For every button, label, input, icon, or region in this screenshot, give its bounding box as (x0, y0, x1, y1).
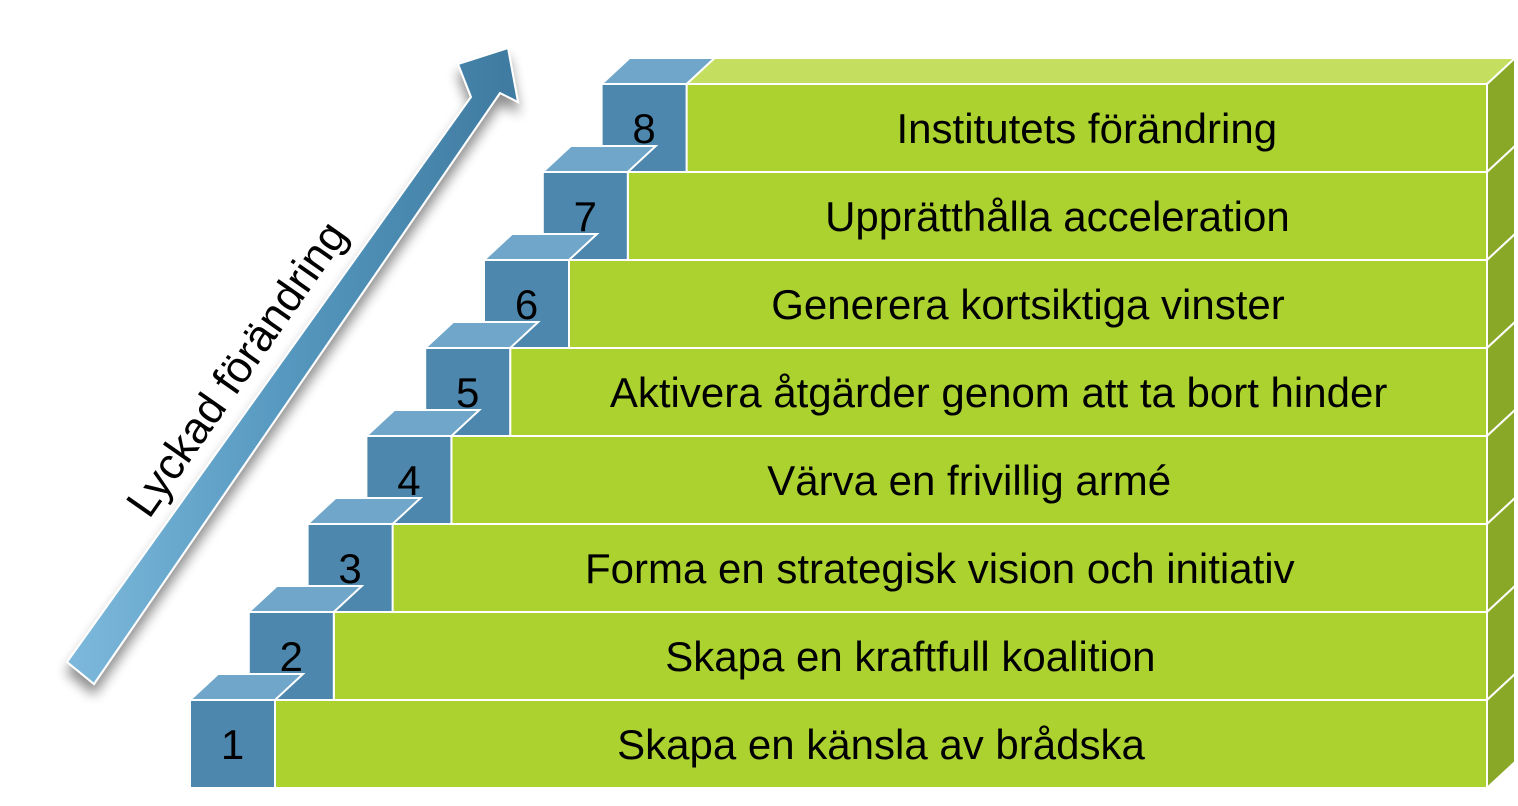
step-number: 2 (280, 633, 303, 680)
step-top-face (684, 57, 1518, 85)
step-8: 8 Institutets förändring (599, 55, 1518, 175)
step-5: 5 Aktivera åtgärder genom att ta bort hin… (422, 319, 1516, 439)
step-label-box (626, 171, 1488, 261)
step-number: 5 (456, 369, 479, 416)
step-label: Institutets förändring (897, 105, 1278, 152)
step-label: Aktivera åtgärder genom att ta bort hind… (610, 369, 1387, 416)
step-number-box (189, 699, 276, 789)
step-label-box (274, 699, 1488, 789)
step-label: Upprätthålla acceleration (825, 193, 1290, 240)
step-label: Skapa en känsla av brådska (617, 721, 1145, 768)
step-label-box (509, 347, 1488, 437)
step-label: Generera kortsiktiga vinster (771, 281, 1285, 328)
step-number: 1 (221, 721, 244, 768)
arrow-shape (65, 46, 520, 686)
step-4: 4 Värva en frivillig armé (363, 407, 1516, 527)
step-number: 6 (515, 281, 538, 328)
steps-group: 8 Institutets förändring 7 Upprätthålla acc… (187, 55, 1518, 791)
step-number: 3 (338, 545, 361, 592)
arrow-label: Lyckad förändring (117, 212, 357, 525)
step-number: 7 (574, 193, 597, 240)
step-label-box (332, 611, 1488, 701)
step-number: 8 (632, 105, 655, 152)
step-label: Skapa en kraftfull koalition (665, 633, 1155, 680)
step-1: 1 Skapa en känsla av brådska (187, 671, 1516, 791)
step-label: Värva en frivillig armé (767, 457, 1171, 504)
step-6: 6 Generera kortsiktiga vinster (481, 231, 1516, 351)
step-label-box (568, 259, 1488, 349)
step-number: 4 (397, 457, 420, 504)
step-label: Forma en strategisk vision och initiativ (585, 545, 1295, 592)
step-2: 2 Skapa en kraftfull koalition (246, 583, 1516, 703)
